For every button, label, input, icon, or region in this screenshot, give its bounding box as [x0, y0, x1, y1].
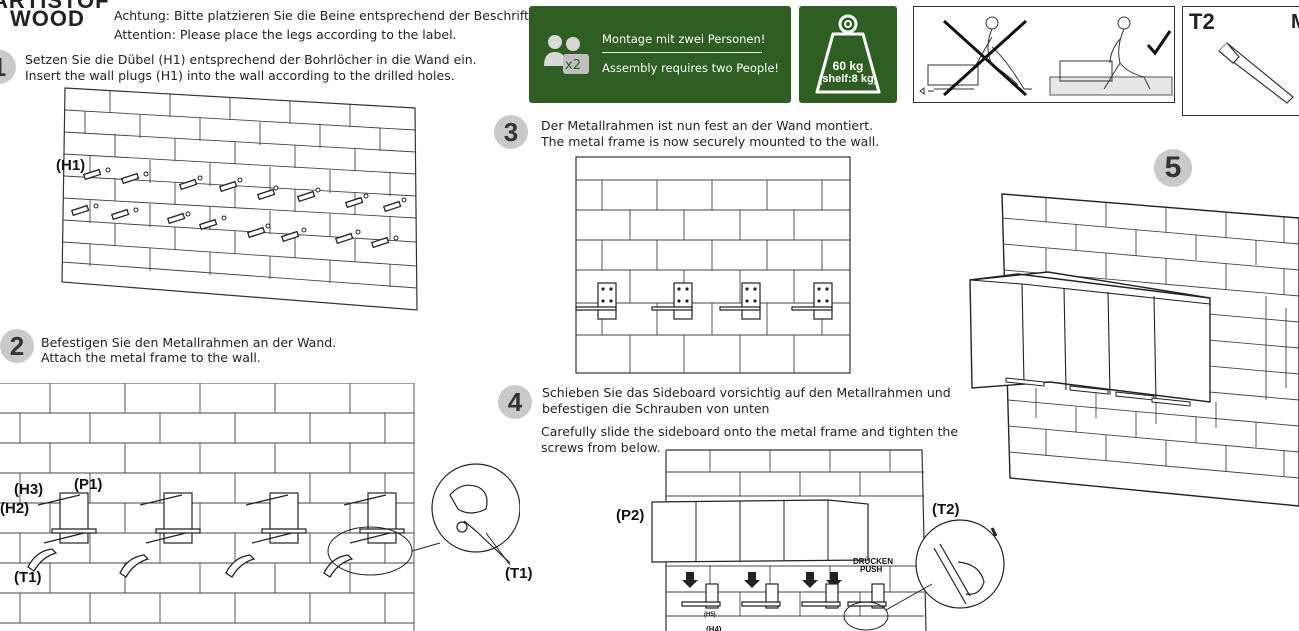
two-person-count: x2: [565, 58, 581, 73]
label-p1: (P1): [74, 476, 103, 493]
two-people-icon: [544, 35, 589, 74]
step-1-wall-illustration: [61, 87, 418, 311]
label-t1-detail: (T1): [505, 565, 533, 582]
step-3-wall-illustration: [575, 156, 851, 374]
weight-shelf: (shelf:8 kg): [818, 73, 878, 85]
push-en: PUSH: [860, 565, 883, 574]
step-4-de-line2: befestigen die Schrauben von unten: [542, 401, 770, 416]
weight-notice: 60 kg (shelf:8 kg): [799, 6, 897, 103]
step-4-de-line1: Schieben Sie das Sideboard vorsichtig au…: [542, 385, 951, 400]
label-h5: (H5): [704, 612, 716, 618]
brand-logo: ARTISTOF WOOD: [0, 0, 110, 30]
step-2-de: Befestigen Sie den Metallrahmen an der W…: [41, 335, 337, 350]
weight-icon: [815, 14, 881, 94]
label-h3: (H3): [14, 481, 44, 498]
two-person-de: Montage mit zwei Personen!: [602, 32, 766, 46]
attention-en: Attention: Please place the legs accordi…: [114, 27, 457, 42]
step-5-illustration: [969, 193, 1299, 507]
step-5-number: 5: [1154, 149, 1192, 187]
step-2-wall-illustration: [0, 383, 520, 631]
step-3-number: 3: [494, 115, 528, 149]
step-2-en: Attach the metal frame to the wall.: [41, 350, 261, 365]
allen-key-icon: [1218, 42, 1294, 104]
kneel-instruction-box: [913, 6, 1175, 103]
push-de: DRÜCKEN: [853, 557, 893, 566]
step-4-en-line1: Carefully slide the sideboard onto the m…: [541, 424, 959, 439]
label-t2: (T2): [932, 501, 960, 518]
label-h4: (H4): [706, 625, 722, 631]
label-h2: (H2): [0, 500, 30, 517]
weight-total: 60 kg: [832, 59, 864, 73]
step-1-number: 1: [0, 50, 16, 84]
label-h1: (H1): [56, 157, 86, 174]
label-p2: (P2): [616, 507, 645, 524]
tool-card: T2 M: [1182, 6, 1299, 116]
check-icon: [1146, 30, 1172, 56]
step-1-en: Insert the wall plugs (H1) into the wall…: [25, 68, 455, 83]
step-3-de: Der Metallrahmen ist nun fest an der Wan…: [541, 118, 874, 133]
two-person-en: Assembly requires two People!: [602, 61, 780, 75]
tool-code: T2: [1189, 9, 1215, 34]
cross-icon: [942, 19, 1028, 97]
notice-divider: [602, 52, 762, 53]
brand-top: ARTISTOF: [0, 0, 110, 8]
step-4-illustration: [651, 449, 1005, 631]
label-t1: (T1): [14, 569, 42, 586]
step-2-number: 2: [0, 329, 34, 363]
attention-de: Achtung: Bitte platzieren Sie die Beine …: [114, 8, 557, 23]
step-4-number: 4: [498, 385, 532, 419]
kneel-illustration: [919, 16, 1173, 97]
step-1-de: Setzen Sie die Dübel (H1) entsprechend d…: [25, 52, 477, 67]
tool-partial: M: [1291, 11, 1299, 34]
brand-wood: WOOD: [10, 6, 85, 31]
step-3-en: The metal frame is now securely mounted …: [541, 134, 880, 149]
step-4-en-line2: screws from below.: [541, 440, 661, 455]
two-person-notice: x2 Montage mit zwei Personen! Assembly r…: [529, 6, 791, 103]
